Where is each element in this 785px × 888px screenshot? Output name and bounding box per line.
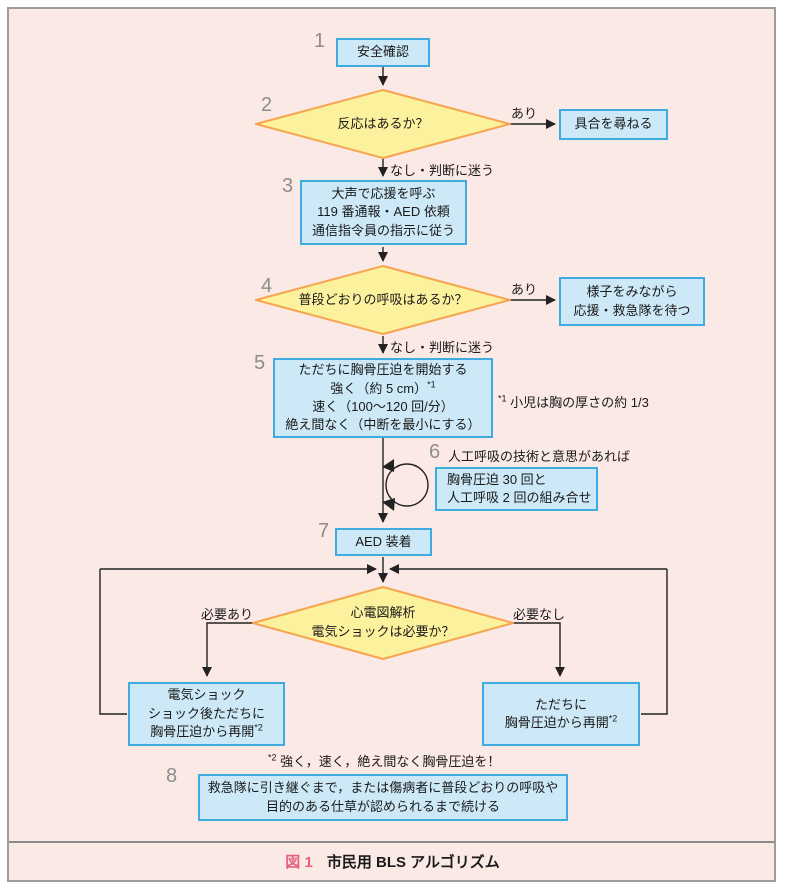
- footnote-2: *2 強く，速く，絶え間なく胸骨圧迫を！: [268, 751, 500, 770]
- node-cpr-ratio-line-2: 人工呼吸 2 回の組み合せ: [447, 490, 592, 505]
- node-compression-line-2: 強く（約 5 cm）*1: [330, 380, 435, 398]
- cycle-arrowhead-bottom: [382, 498, 395, 511]
- breathing-diamond-shape: [255, 265, 511, 335]
- breathing-diamond-text: 普段どおりの呼吸はあるか？: [256, 266, 510, 334]
- step-number-1: 1: [314, 30, 326, 52]
- edge-label-breathing-yes: あり: [511, 282, 538, 297]
- cycle-arrowhead-top: [382, 459, 394, 472]
- node-compression-line-3: 速く（100～120 回/分）: [312, 399, 454, 414]
- caption-title: 市民用 BLS アルゴリズム: [326, 854, 500, 871]
- ecg-line-2: 電気ショックは必要か？: [311, 624, 455, 639]
- node-call-line-3: 通信指令員の指示に従う: [311, 222, 455, 238]
- shock-footnote-ref: *2: [254, 722, 263, 733]
- node-call-line-1: 大声で応援を呼ぶ: [331, 185, 436, 201]
- node-shock-line-2: ショック後ただちに: [147, 705, 265, 721]
- edge-label-breathing-no: なし・判断に迷う: [390, 340, 495, 355]
- ecg-diamond-text: 心電図解析 電気ショックは必要か？: [253, 587, 513, 659]
- resume-text: 胸骨圧迫から再開: [504, 715, 609, 730]
- step-number-3: 3: [282, 175, 294, 197]
- node-safety-check-label: 安全確認: [356, 44, 409, 60]
- node-resume-line-1: ただちに: [534, 696, 587, 712]
- node-resume-line-2: 胸骨圧迫から再開*2: [505, 714, 618, 732]
- loop-rail-right: [641, 569, 668, 715]
- footnote-1-marker: *1: [498, 393, 507, 404]
- node-resume-compression: ただちに 胸骨圧迫から再開*2: [482, 682, 640, 746]
- compression-depth-text: 強く（約 5 cm）: [330, 380, 428, 396]
- step-number-2: 2: [261, 94, 273, 116]
- breathing-question: 普段どおりの呼吸はあるか？: [298, 291, 468, 307]
- step-number-4: 4: [261, 275, 273, 297]
- node-cpr-ratio: 胸骨圧迫 30 回と 人工呼吸 2 回の組み合せ: [435, 467, 598, 511]
- cpr-cycle-circle: [385, 463, 429, 507]
- arrow-shock-not-needed: [511, 622, 565, 677]
- ecg-line-1: 心電図解析: [350, 605, 416, 621]
- node-wait-ems: 様子をみながら 応援・救急隊を待つ: [559, 277, 705, 326]
- node-continue-line-2: 目的のある仕草が認められるまで続ける: [265, 798, 500, 814]
- loop-rail-left: [99, 569, 127, 715]
- response-diamond-shape: [255, 89, 511, 159]
- node-chest-compression: ただちに胸骨圧迫を開始する 強く（約 5 cm）*1 速く（100～120 回/…: [273, 358, 493, 438]
- footnote-1-text: 小児は胸の厚さの約 1/3: [506, 395, 649, 410]
- step-number-7: 7: [318, 520, 330, 542]
- node-compression-line-1: ただちに胸骨圧迫を開始する: [298, 362, 468, 378]
- arrow-shock-needed: [202, 622, 255, 677]
- edge-label-response-yes: あり: [511, 106, 538, 121]
- shock-resume-text: 胸骨圧迫から再開: [150, 724, 255, 740]
- node-aed-attach-label: AED 装着: [355, 533, 412, 549]
- edge-label-shock-not-needed: 必要なし: [513, 607, 566, 622]
- node-compression-line-4: 絶え間なく（中断を最小にする）: [285, 417, 481, 433]
- edge-label-response-no: なし・判断に迷う: [390, 163, 495, 178]
- node-aed-attach: AED 装着: [335, 528, 432, 556]
- figure-caption: 図 1 市民用 BLS アルゴリズム: [0, 851, 785, 872]
- node-wait-line-1: 様子をみながら: [586, 284, 678, 300]
- footnote-2-text: 強く，速く，絶え間なく胸骨圧迫を！: [276, 754, 501, 769]
- node-wait-line-2: 応援・救急隊を待つ: [573, 302, 691, 318]
- node-call-line-2: 119 番通報・AED 依頼: [317, 204, 450, 220]
- response-question: 反応はあるか？: [337, 115, 429, 131]
- node-call-for-help: 大声で応援を呼ぶ 119 番通報・AED 依頼 通信指令員の指示に従う: [300, 180, 467, 245]
- node-continue-line-1: 救急隊に引き継ぐまで，または傷病者に普段どおりの呼吸や: [207, 780, 559, 796]
- edge-label-shock-needed: 必要あり: [201, 607, 254, 622]
- caption-figure-number: 図 1: [285, 854, 313, 871]
- node-ask-condition: 具合を尋ねる: [559, 109, 668, 140]
- response-diamond-text: 反応はあるか？: [256, 90, 510, 158]
- footnote-1: *1 小児は胸の厚さの約 1/3: [498, 392, 649, 411]
- footnote-2-marker: *2: [268, 752, 277, 763]
- node-continue-until: 救急隊に引き継ぐまで，または傷病者に普段どおりの呼吸や 目的のある仕草が認められ…: [198, 774, 568, 821]
- step-number-5: 5: [254, 352, 266, 374]
- ecg-diamond-shape: [252, 586, 514, 660]
- step-number-8: 8: [166, 765, 178, 787]
- caption-separator: [9, 841, 774, 843]
- compression-footnote-ref: *1: [427, 379, 436, 390]
- resume-footnote-ref: *2: [608, 713, 618, 724]
- step-number-6: 6: [429, 441, 441, 463]
- node-shock-line-1: 電気ショック: [167, 687, 246, 703]
- node-shock-line-3: 胸骨圧迫から再開*2: [150, 723, 263, 741]
- node-ask-condition-label: 具合を尋ねる: [574, 116, 653, 132]
- cycle-condition-label: 人工呼吸の技術と意思があれば: [448, 449, 631, 464]
- node-safety-check: 安全確認: [336, 38, 430, 67]
- node-electric-shock: 電気ショック ショック後ただちに 胸骨圧迫から再開*2: [128, 682, 285, 746]
- node-cpr-ratio-line-1: 胸骨圧迫 30 回と: [447, 471, 547, 487]
